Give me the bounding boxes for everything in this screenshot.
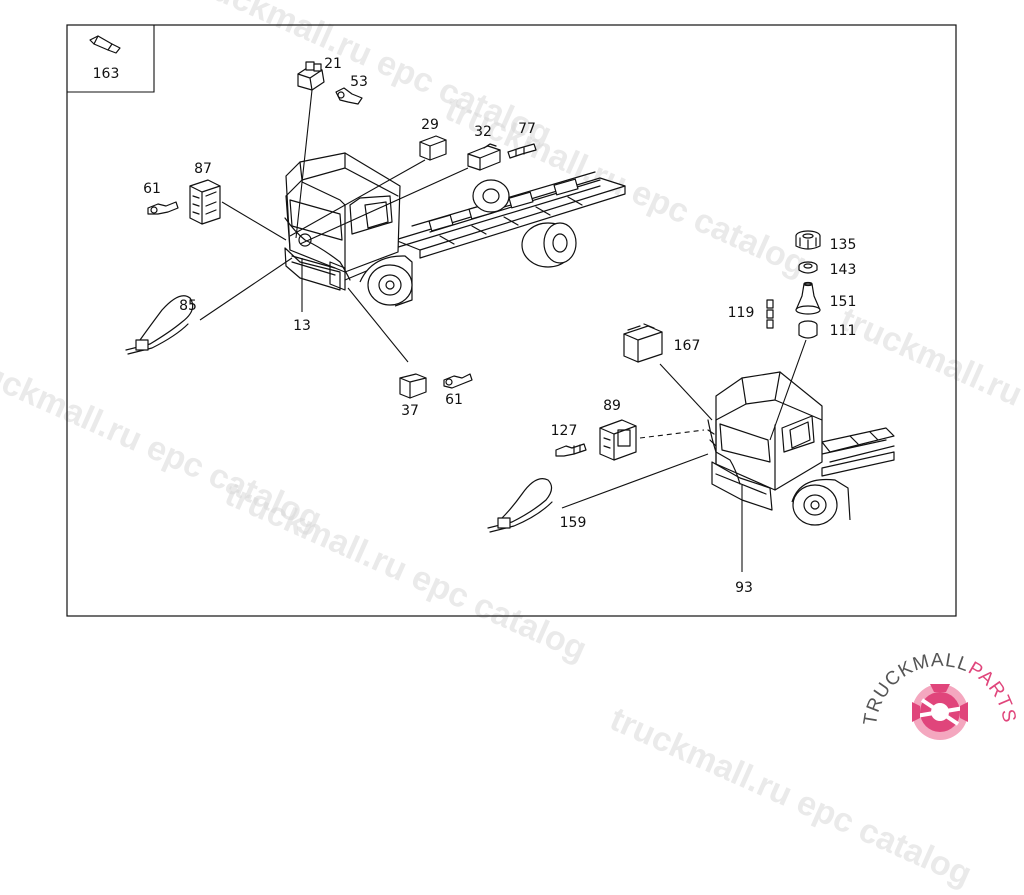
callout-167: 167 bbox=[674, 338, 701, 354]
part-167-relay bbox=[623, 323, 663, 363]
callout-61-lower: 61 bbox=[445, 392, 463, 408]
callout-13: 13 bbox=[293, 318, 311, 334]
part-77-terminal bbox=[507, 143, 537, 159]
callout-61-left: 61 bbox=[143, 181, 161, 197]
callout-89: 89 bbox=[603, 398, 621, 414]
bulb-icon bbox=[89, 35, 121, 54]
callout-29: 29 bbox=[421, 117, 439, 133]
inset-box: 163 bbox=[67, 25, 155, 93]
truckmall-parts-logo: TRUCKMALLPARTS bbox=[860, 650, 1020, 740]
callout-37: 37 bbox=[401, 403, 419, 419]
gear-icon bbox=[912, 684, 968, 740]
diagram-frame bbox=[66, 24, 957, 617]
callout-159: 159 bbox=[560, 515, 587, 531]
callout-151: 151 bbox=[830, 294, 857, 310]
truck-right bbox=[707, 371, 895, 526]
part-53-terminal bbox=[335, 87, 363, 105]
part-87-relay-box bbox=[189, 179, 221, 225]
part-151-cover bbox=[795, 281, 821, 315]
callout-143: 143 bbox=[830, 262, 857, 278]
callout-111: 111 bbox=[830, 323, 857, 339]
part-127-terminal bbox=[555, 443, 587, 457]
part-89-control-unit bbox=[599, 419, 637, 461]
callout-87: 87 bbox=[194, 161, 212, 177]
callout-93: 93 bbox=[735, 580, 753, 596]
part-143-washer bbox=[798, 261, 818, 274]
callout-53: 53 bbox=[350, 74, 368, 90]
part-61-terminal bbox=[443, 373, 473, 389]
callout-77: 77 bbox=[518, 121, 536, 137]
callout-119: 119 bbox=[728, 305, 755, 321]
part-32-connector bbox=[467, 143, 501, 171]
callout-135: 135 bbox=[830, 237, 857, 253]
callout-127: 127 bbox=[551, 423, 578, 439]
inset-label: 163 bbox=[93, 66, 120, 82]
callout-32: 32 bbox=[474, 124, 492, 140]
callout-85: 85 bbox=[179, 298, 197, 314]
part-85-cable-tie bbox=[125, 295, 194, 355]
part-37-connector bbox=[399, 373, 427, 399]
callout-21: 21 bbox=[324, 56, 342, 72]
part-21-connector bbox=[297, 61, 325, 91]
part-159-cable-tie bbox=[487, 478, 553, 533]
logo-word-accent: PARTS bbox=[965, 658, 1020, 725]
part-135-grommet bbox=[795, 230, 821, 250]
part-111-cap bbox=[798, 320, 818, 339]
diagram-svg: 163 bbox=[66, 24, 1020, 740]
part-29-connector bbox=[419, 135, 447, 161]
truck-left bbox=[284, 152, 626, 307]
part-61-terminal bbox=[147, 201, 179, 215]
part-119-terminal bbox=[766, 299, 774, 329]
